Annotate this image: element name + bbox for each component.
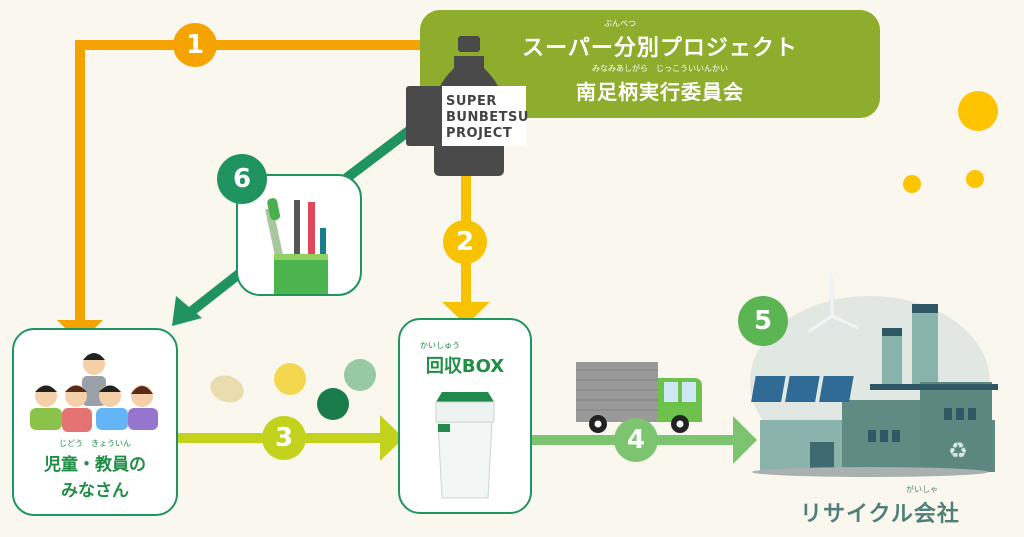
committee-name: 南足柄実行委員会 <box>576 80 744 104</box>
bottle-cap-icon <box>274 363 306 395</box>
logo-line: PROJECT <box>446 126 513 141</box>
svg-text:♻: ♻ <box>948 439 968 464</box>
collection-box-label: 回収BOX <box>425 356 505 377</box>
students-ruby: じどう きょういん <box>59 439 131 448</box>
students-node: じどう きょういん 児童・教員の みなさん <box>12 328 178 516</box>
step-3-arrowhead <box>380 415 404 461</box>
pen-holder-icon <box>265 198 328 294</box>
bottle-cap-icon <box>317 388 349 420</box>
step-4-arrowhead <box>733 416 757 464</box>
step-2-arrowhead <box>442 302 490 325</box>
committee-ruby: みなみあしがら じっこういいんかい <box>592 64 728 73</box>
step-3-badge: 3 <box>262 416 306 460</box>
people-group-icon <box>30 353 158 432</box>
project-title-ruby: ぶんべつ <box>604 19 636 28</box>
recycling-bin-icon <box>435 392 495 499</box>
decor-dot <box>903 175 921 193</box>
step-6-line-upper <box>336 126 414 187</box>
step-1-line <box>75 40 420 320</box>
students-label-line2: みなさん <box>61 481 129 501</box>
project-title: スーパー分別プロジェクト <box>522 36 798 61</box>
step-6-arrowhead <box>172 296 202 326</box>
bottle-cap-icon <box>344 359 376 391</box>
step-6-badge: 6 <box>217 154 267 204</box>
recycler-ruby: がいしゃ <box>906 485 938 494</box>
logo-line: SUPER <box>446 94 497 109</box>
project-logo-text: SUPER BUNBETSU PROJECT <box>446 94 529 142</box>
bottle-cap-icon <box>210 375 244 403</box>
step-1-badge: 1 <box>173 23 217 67</box>
step-2-badge: 2 <box>443 220 487 264</box>
collection-box-ruby: かいしゅう <box>420 341 460 350</box>
decor-dot <box>958 91 998 131</box>
students-label-line1: 児童・教員の <box>44 455 146 475</box>
logo-line: BUNBETSU <box>446 110 529 125</box>
step-5-badge: 5 <box>738 296 788 346</box>
recycler-label: リサイクル会社 <box>800 502 960 527</box>
bottle-icon <box>406 36 526 176</box>
decor-dot <box>966 170 984 188</box>
factory-icon: ♻ <box>750 276 998 477</box>
step-4-badge: 4 <box>614 418 658 462</box>
step-6-line-lower <box>184 266 248 318</box>
collection-box-node: かいしゅう 回収BOX <box>398 318 532 514</box>
truck-icon <box>576 362 702 433</box>
pens-node <box>236 174 362 296</box>
